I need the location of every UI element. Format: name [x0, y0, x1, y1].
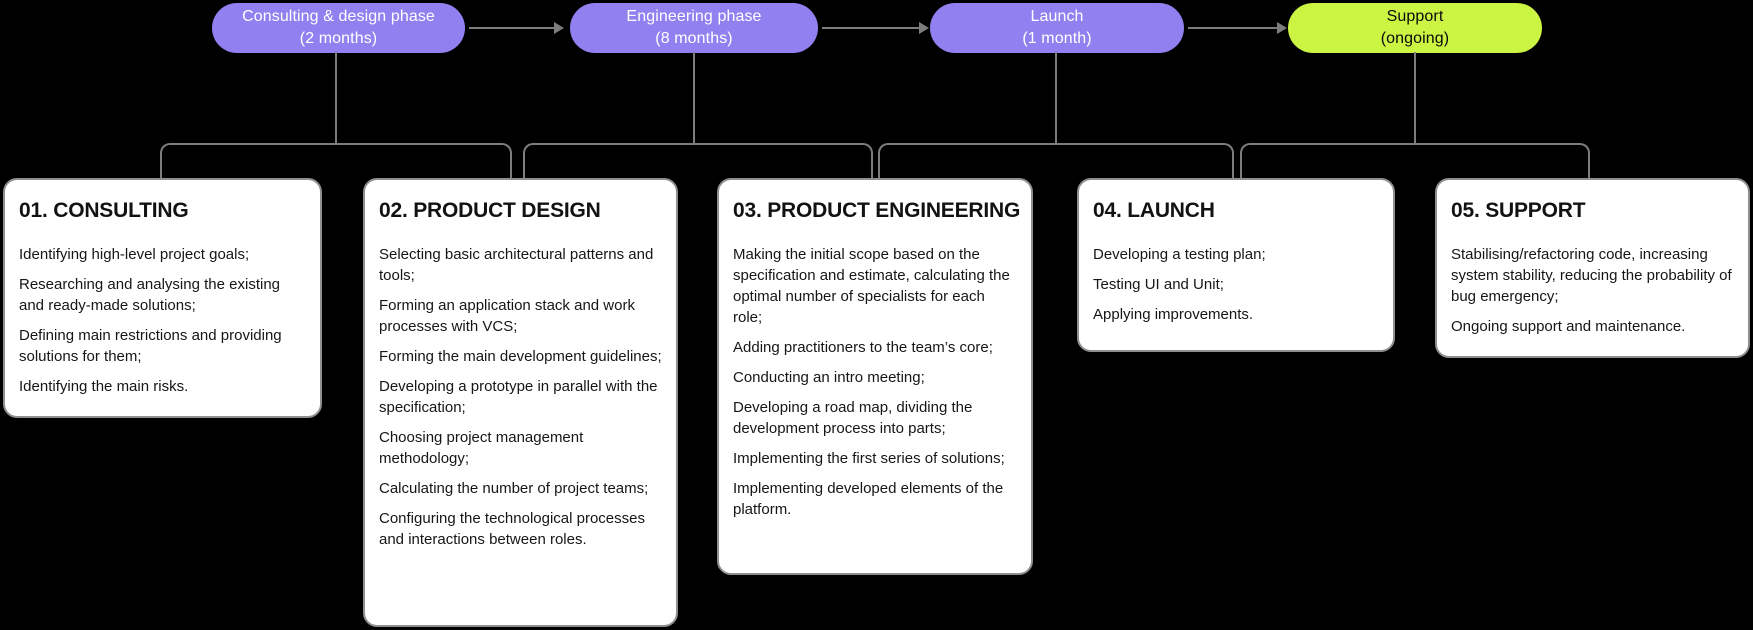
card-title: 01. CONSULTING	[19, 199, 189, 222]
phase-duration: (1 month)	[1022, 30, 1092, 47]
card-item: Implementing the first series of solutio…	[733, 450, 1005, 467]
card-product-engineering: 03. PRODUCT ENGINEERING Making the initi…	[717, 178, 1033, 575]
card-item: Making the initial scope based on the sp…	[733, 246, 1010, 326]
card-item: Calculating the number of project teams;	[379, 480, 649, 497]
card-item: Defining main restrictions and providing…	[19, 327, 282, 365]
phase-name: Consulting & design phase	[242, 8, 435, 25]
card-item: Developing a prototype in parallel with …	[379, 378, 658, 416]
card-item: Identifying high-level project goals;	[19, 246, 250, 263]
card-item: Adding practitioners to the team’s core;	[733, 339, 993, 356]
connector-stem-launch	[1055, 52, 1057, 143]
card-item: Stabilising/refactoring code, increasing…	[1451, 246, 1732, 305]
card-title: 02. PRODUCT DESIGN	[379, 199, 601, 222]
card-launch: 04. LAUNCH Developing a testing plan; Te…	[1077, 178, 1395, 352]
phase-name: Launch	[1030, 8, 1084, 25]
card-item: Applying improvements.	[1093, 306, 1254, 323]
phase-duration: (2 months)	[299, 30, 378, 47]
connector-bracket-engineering	[523, 143, 873, 178]
phase-pill-engineering: Engineering phase (8 months)	[570, 3, 818, 53]
card-item: Testing UI and Unit;	[1093, 276, 1224, 293]
phase-pill-launch: Launch (1 month)	[930, 3, 1184, 53]
card-consulting: 01. CONSULTING Identifying high-level pr…	[3, 178, 322, 418]
connector-stem-support	[1414, 52, 1416, 143]
arrow-right-icon	[822, 22, 929, 34]
card-item: Developing a road map, dividing the deve…	[733, 399, 973, 437]
phase-pill-support: Support (ongoing)	[1288, 3, 1542, 53]
card-item: Forming an application stack and work pr…	[379, 297, 635, 335]
connector-bracket-support	[1240, 143, 1590, 178]
arrow-right-icon	[1188, 22, 1287, 34]
card-support: 05. SUPPORT Stabilising/refactoring code…	[1435, 178, 1750, 358]
card-title: 03. PRODUCT ENGINEERING	[733, 199, 1021, 222]
card-item: Identifying the main risks.	[19, 378, 189, 395]
connector-bracket-launch	[878, 143, 1234, 178]
connector-stem-engineering	[693, 52, 695, 143]
phase-duration: (8 months)	[655, 30, 733, 47]
card-item: Researching and analysing the existing a…	[19, 276, 280, 314]
card-item: Forming the main development guidelines;	[379, 348, 662, 365]
arrow-right-icon	[469, 22, 564, 34]
phase-name: Engineering phase	[626, 8, 762, 25]
card-product-design: 02. PRODUCT DESIGN Selecting basic archi…	[363, 178, 678, 627]
card-title: 04. LAUNCH	[1093, 199, 1215, 222]
phase-duration: (ongoing)	[1380, 30, 1450, 47]
card-title: 05. SUPPORT	[1451, 199, 1586, 222]
card-item: Configuring the technological processes …	[379, 510, 645, 548]
card-item: Conducting an intro meeting;	[733, 369, 925, 386]
card-item: Selecting basic architectural patterns a…	[379, 246, 654, 284]
phase-name: Support	[1386, 8, 1444, 25]
connector-stem-consulting-design	[335, 52, 337, 143]
card-item: Choosing project management methodology;	[379, 429, 584, 467]
card-item: Developing a testing plan;	[1093, 246, 1266, 263]
card-item: Implementing developed elements of the p…	[733, 480, 1004, 518]
card-item: Ongoing support and maintenance.	[1451, 318, 1686, 335]
phase-pill-consulting-design: Consulting & design phase (2 months)	[212, 3, 465, 53]
connector-bracket-consulting-design	[160, 143, 512, 178]
